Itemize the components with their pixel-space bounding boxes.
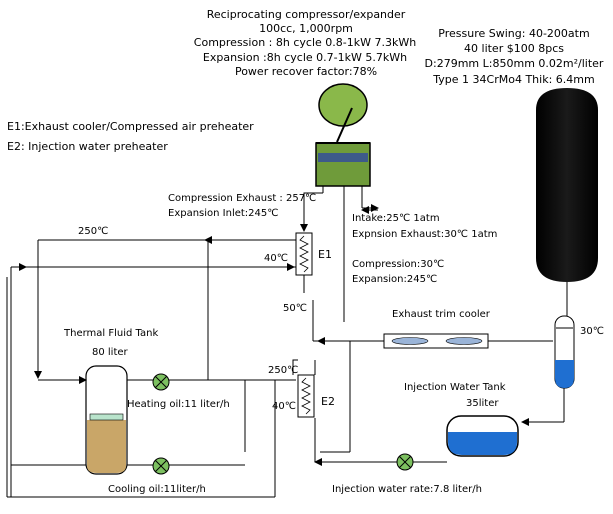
compressor-body	[315, 142, 371, 187]
compressor-title: Reciprocating compressor/expander	[206, 8, 406, 21]
pressure-tank	[536, 88, 598, 282]
heating-pump	[152, 373, 170, 391]
legend-e2: E2: Injection water preheater	[7, 140, 168, 153]
compression-30-label: Compression:30℃	[352, 259, 445, 270]
pressure-swing: Pressure Swing: 40-200atm	[438, 27, 590, 40]
temp-250-mid: 250℃	[268, 365, 299, 376]
e2-label: E2	[321, 395, 335, 408]
thermal-tank-volume: 80 liter	[92, 347, 128, 358]
piston-band	[318, 153, 368, 162]
comp-exhaust-pipe	[300, 192, 323, 232]
expansion-245-label: Expansion:245℃	[352, 274, 438, 285]
temp-250-top: 250℃	[78, 226, 109, 237]
trim-cooler-label: Exhaust trim cooler	[392, 309, 490, 320]
temp-30: 30℃	[580, 326, 604, 337]
intake-label: Intake:25℃ 1atm	[352, 213, 440, 224]
temp-40-mid: 40℃	[272, 401, 296, 412]
e1-label: E1	[318, 248, 332, 261]
cooling-oil-label: Cooling oil:11liter/h	[108, 484, 206, 495]
compressor-recover: Power recover factor:78%	[234, 65, 378, 78]
compressor-compression: Compression : 8h cycle 0.8-1kW 7.3kWh	[193, 36, 417, 49]
cooling-pump	[152, 457, 170, 475]
injection-rate-label: Injection water rate:7.8 liter/h	[332, 484, 482, 495]
temp-40-top: 40℃	[264, 253, 288, 264]
compressor-spec: 100cc, 1,000rpm	[259, 22, 353, 35]
thermal-tank-label: Thermal Fluid Tank	[64, 328, 159, 339]
exp-exhaust-label: Expnsion Exhaust:30℃ 1atm	[352, 229, 498, 240]
flywheel	[318, 83, 368, 127]
injection-tank-label: Injection Water Tank	[404, 382, 506, 393]
pressure-type: Type 1 34CrMo4 Thik: 6.4mm	[433, 73, 595, 86]
thermal-tank-interface	[89, 413, 124, 421]
legend-e1: E1:Exhaust cooler/Compressed air preheat…	[7, 120, 254, 133]
exp-inlet-label: Expansion Inlet:245℃	[168, 208, 279, 219]
injection-tank-volume: 35liter	[466, 398, 499, 409]
compressor-expansion: Expansion :8h cycle 0.7-1kW 5.7kWh	[202, 51, 408, 64]
injection-pump	[396, 453, 414, 471]
heating-oil-label: Heating oil:11 liter/h	[127, 399, 230, 410]
pressure-dims: D:279mm L:850mm 0.02m²/liter	[424, 57, 604, 70]
crank-rod	[336, 107, 353, 143]
temp-50: 50℃	[283, 303, 307, 314]
comp-exhaust-label: Compression Exhaust : 257℃	[168, 193, 317, 204]
pressure-volume: 40 liter $100 8pcs	[464, 42, 564, 55]
